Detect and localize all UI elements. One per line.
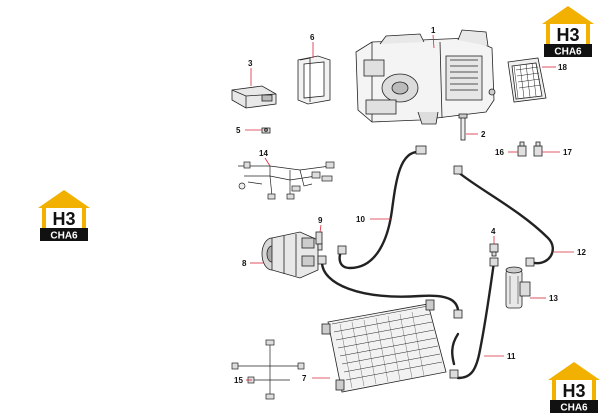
svg-text:7: 7: [302, 374, 307, 383]
svg-text:2: 2: [481, 130, 486, 139]
svg-text:13: 13: [549, 294, 558, 303]
callout-7[interactable]: 7: [302, 374, 330, 383]
callout-6[interactable]: 6: [310, 33, 315, 58]
compressor-part: [261, 231, 319, 279]
callout-15[interactable]: 15: [234, 376, 252, 385]
callout-11[interactable]: 11: [484, 352, 516, 361]
callout-2[interactable]: 2: [466, 130, 486, 139]
callout-10[interactable]: 10: [356, 215, 392, 224]
control-module-part: [231, 85, 277, 109]
svg-text:1: 1: [431, 26, 436, 35]
hose-connector-part: [315, 231, 323, 251]
svg-text:8: 8: [242, 259, 247, 268]
hose-lines: [320, 150, 554, 380]
condenser-harness-part: [231, 339, 305, 400]
callout-8[interactable]: 8: [242, 259, 264, 268]
svg-text:18: 18: [558, 63, 567, 72]
callout-5[interactable]: 5: [236, 126, 262, 135]
svg-text:6: 6: [310, 33, 315, 42]
pressure-switch-part: [517, 141, 543, 157]
wiring-harness-part: [238, 161, 335, 200]
callout-1[interactable]: 1: [431, 26, 436, 49]
callout-9[interactable]: 9: [318, 216, 323, 233]
svg-text:3: 3: [248, 59, 253, 68]
svg-text:4: 4: [491, 227, 496, 236]
logo-text: H3: [52, 209, 75, 229]
svg-text:11: 11: [507, 352, 516, 361]
callout-3[interactable]: 3: [248, 59, 253, 86]
valve-part: [489, 243, 499, 257]
clip-part: [261, 127, 271, 134]
hvac-housing-part: [355, 29, 496, 125]
svg-text:12: 12: [577, 248, 586, 257]
callout-18[interactable]: 18: [542, 63, 567, 72]
logo-bottom-right: H3 CHA6: [548, 362, 600, 414]
logo-subtext: CHA6: [554, 47, 582, 58]
callout-13[interactable]: 13: [530, 294, 558, 303]
logo-text: H3: [556, 25, 579, 45]
svg-text:14: 14: [259, 149, 268, 158]
receiver-drier-part: [505, 266, 531, 309]
logo-text: H3: [562, 381, 585, 401]
svg-text:16: 16: [495, 148, 504, 157]
svg-text:5: 5: [236, 126, 241, 135]
sensor-rod-part: [458, 113, 468, 141]
condenser-part: [321, 299, 447, 393]
liquid-hose-lower-part: [456, 260, 496, 380]
callout-4[interactable]: 4: [491, 227, 496, 244]
callout-12[interactable]: 12: [554, 248, 586, 257]
filter-frame-part: [297, 55, 331, 105]
callout-14[interactable]: 14: [259, 149, 271, 167]
cabin-filter-part: [507, 57, 547, 103]
callouts: 1 2 3 4 5 6 7 8: [234, 26, 586, 385]
svg-text:9: 9: [318, 216, 323, 225]
callout-17[interactable]: 17: [542, 148, 572, 157]
callout-16[interactable]: 16: [495, 148, 518, 157]
svg-text:15: 15: [234, 376, 243, 385]
logo-left: H3 CHA6: [38, 190, 90, 242]
logo-subtext: CHA6: [50, 231, 78, 242]
drier-link-hose-part: [451, 332, 460, 366]
logo-top-right: H3 CHA6: [542, 6, 594, 58]
hose-fittings: [317, 145, 535, 379]
svg-text:17: 17: [563, 148, 572, 157]
discharge-hose-part: [320, 260, 460, 318]
suction-hose-part: [338, 150, 422, 270]
svg-text:10: 10: [356, 215, 365, 224]
liquid-hose-upper-part: [456, 170, 554, 265]
logo-subtext: CHA6: [560, 403, 588, 414]
